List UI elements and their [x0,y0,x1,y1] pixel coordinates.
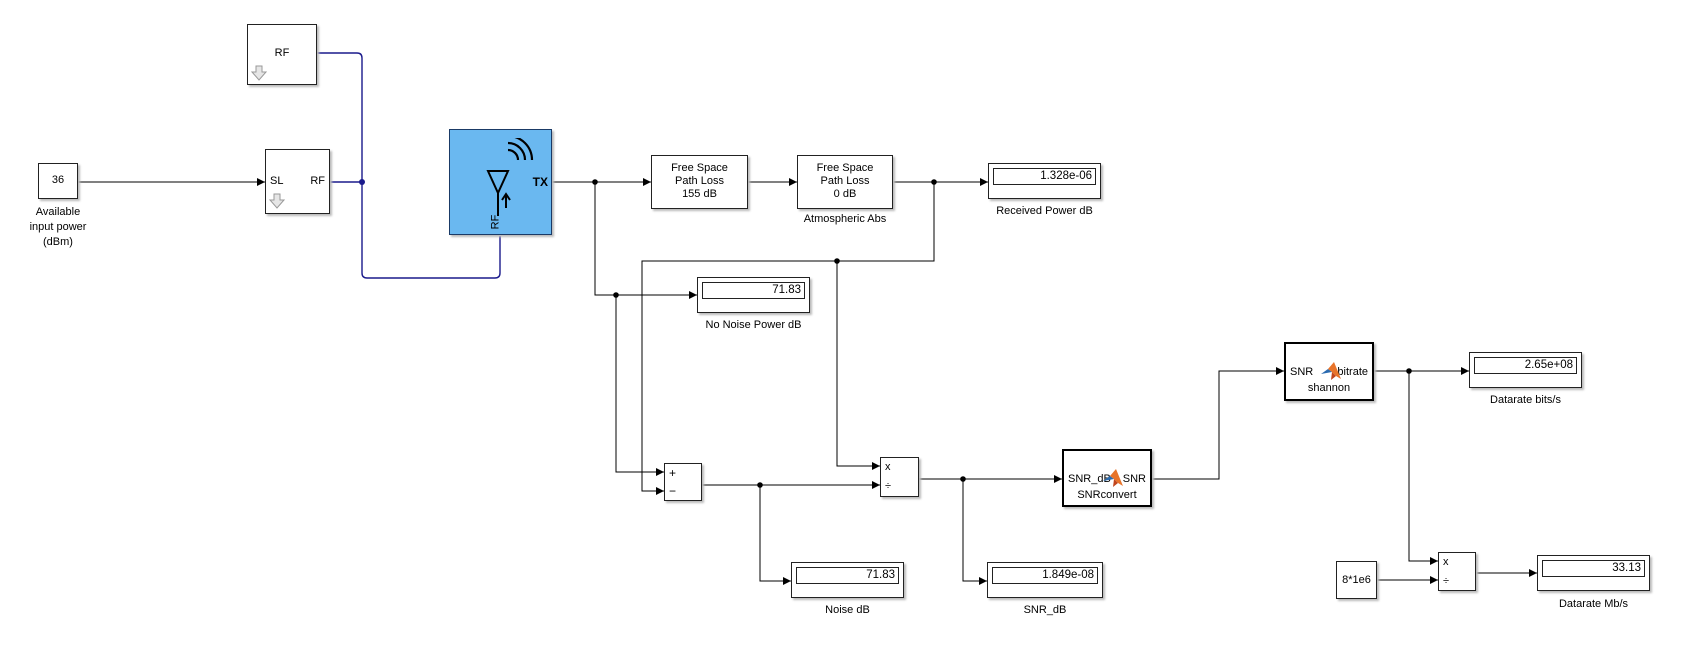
matlab-logo-icon [1103,469,1123,487]
free-space-path-loss-block[interactable]: Free Space Path Loss 155 dB [651,155,748,209]
datarate-mb-display[interactable]: 33.13 [1537,555,1650,591]
antenna-tx-block[interactable]: TX RF [449,129,552,235]
sum-minus-sign: − [669,484,677,498]
fspl1-line1: Free Space [671,162,728,174]
scale-constant-value: 8*1e6 [1342,574,1371,586]
rf-line-config [317,52,363,182]
fspl1-line3: 155 dB [682,188,717,200]
snr-db-display[interactable]: 1.849e-08 [987,562,1103,598]
matlab-logo-icon [1321,362,1341,380]
sl-port-label: SL [270,175,284,187]
noise-display[interactable]: 71.83 [791,562,904,598]
fspl2-line2: Path Loss [820,175,870,187]
received-power-value: 1.328e-06 [993,168,1096,185]
no-noise-power-label: No Noise Power dB [705,319,802,331]
fspl1-line2: Path Loss [675,175,724,187]
datarate-bits-value: 2.65e+08 [1474,357,1577,374]
shannon-out-port: bitrate [1337,366,1368,378]
signal-junctions [592,179,1412,488]
rf-config-label: RF [274,47,290,59]
datarate-mb-label: Datarate Mb/s [1558,598,1629,610]
atmospheric-abs-block[interactable]: Free Space Path Loss 0 dB [797,155,893,209]
no-noise-power-display[interactable]: 71.83 [697,277,810,313]
antenna-icon [486,138,534,216]
rf-connections [317,52,501,279]
no-noise-power-value: 71.83 [702,282,805,299]
line-tx-to-nonoise [594,182,697,299]
rf-junction [359,179,365,185]
line-tx-to-sum-plus [615,295,664,476]
line-snrconvert-to-shannon [1152,367,1284,480]
snr-db-value: 1.849e-08 [992,567,1098,584]
line-received-to-sum-minus [641,182,935,495]
snrconvert-label: SNRconvert [1077,489,1137,501]
snrconvert-in-port: SNR_dB [1068,473,1111,485]
rf-config-block[interactable]: RF [247,24,317,85]
line-received-to-divide [836,261,880,470]
received-power-display[interactable]: 1.328e-06 [988,163,1101,199]
shannon-label: shannon [1307,382,1351,394]
divide2-div-sign: ÷ [1443,575,1450,587]
atmospheric-abs-label: Atmospheric Abs [803,213,887,225]
snrconvert-out-port: SNR [1122,473,1146,485]
sum-block[interactable]: + − [664,463,702,501]
signal-lines [78,178,1537,585]
input-power-label: Available input power (dBm) [29,206,87,248]
line-divide-to-snrdb [962,479,987,585]
line-shannon-to-divide2 [1408,371,1438,565]
divide2-mul-sign: x [1443,556,1449,568]
shannon-in-port: SNR [1290,366,1314,378]
tx-port-label: TX [532,175,548,189]
input-power-constant[interactable]: 36 [38,163,78,199]
divide-block[interactable]: x ÷ [880,457,919,497]
rf-line-antenna [361,182,501,279]
datarate-bits-display[interactable]: 2.65e+08 [1469,352,1582,388]
shannon-function-block[interactable]: SNR bitrate shannon [1284,342,1374,401]
fspl2-line1: Free Space [816,162,874,174]
divide-div-sign: ÷ [885,480,892,492]
line-sum-to-noise [759,485,791,585]
rf-ground-arrow-icon [269,193,285,209]
noise-value: 71.83 [796,567,899,584]
sum-plus-sign: + [669,466,677,480]
divide-mul-sign: x [885,461,891,473]
divide-block-2[interactable]: x ÷ [1438,552,1476,591]
snr-db-label: SNR_dB [1023,604,1067,616]
scale-constant[interactable]: 8*1e6 [1336,561,1377,599]
snrconvert-function-block[interactable]: SNR_dB SNR SNRconvert [1062,449,1152,507]
datarate-mb-value: 33.13 [1542,560,1645,577]
received-power-label: Received Power dB [996,205,1093,217]
noise-label: Noise dB [825,604,870,616]
antenna-rf-port-label: RF [489,214,502,230]
rf-port-label: RF [310,175,325,187]
input-power-value: 36 [51,174,65,186]
sl-to-rf-block[interactable]: SL RF [265,149,330,214]
rf-ground-arrow-icon [251,65,267,81]
datarate-bits-label: Datarate bits/s [1490,394,1561,406]
fspl2-line3: 0 dB [833,188,857,200]
